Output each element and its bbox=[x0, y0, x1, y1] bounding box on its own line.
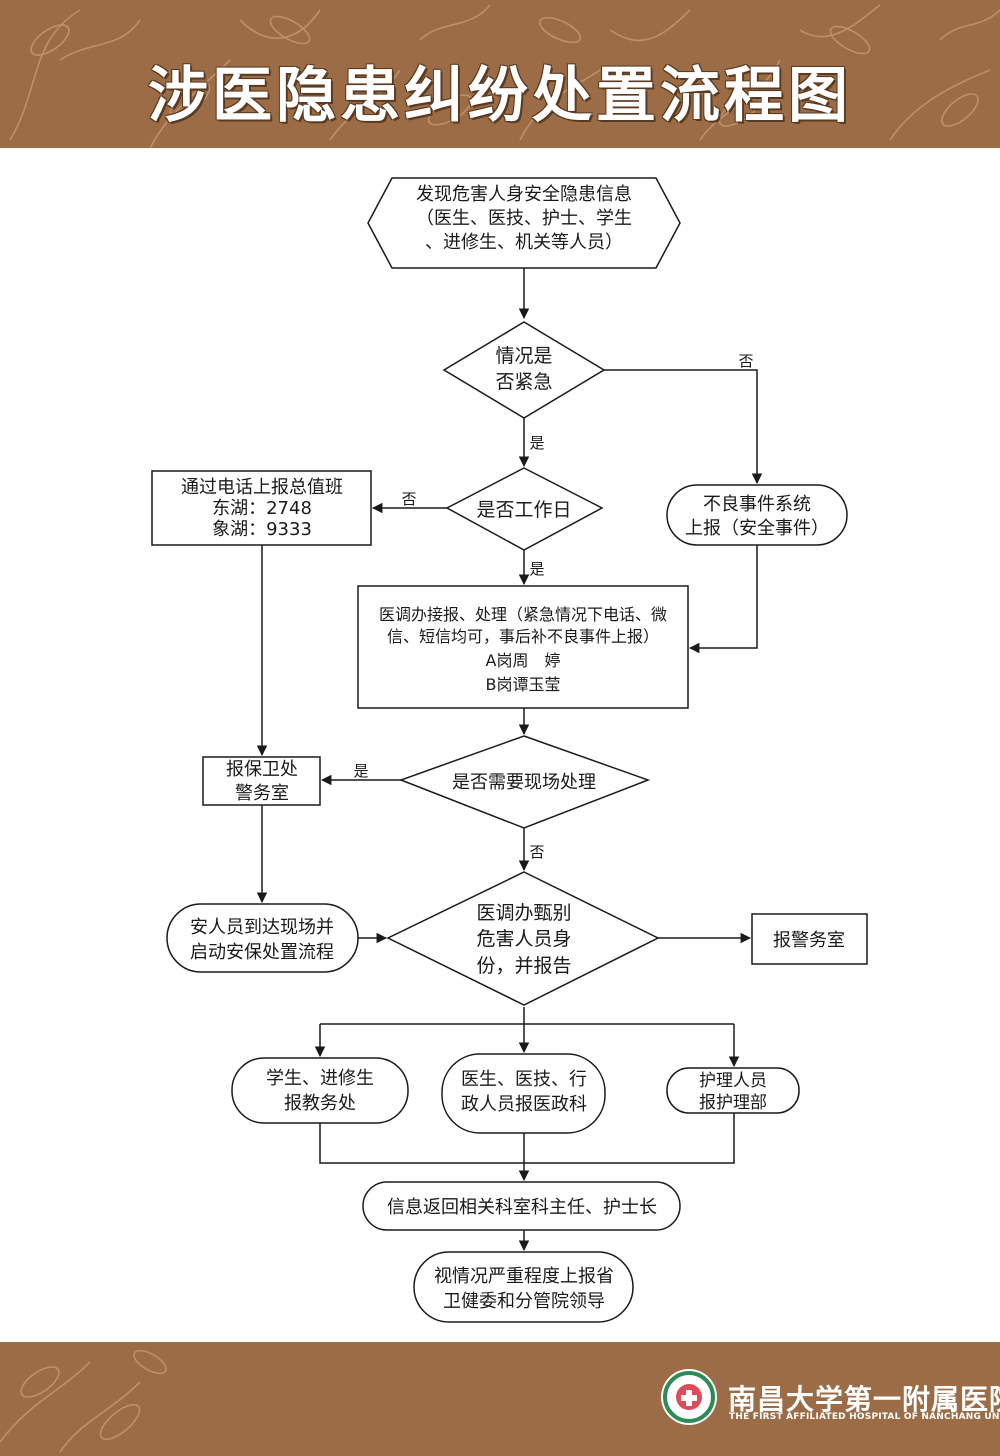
node-identify-shape bbox=[386, 871, 660, 1006]
edge-urgent-no-to-adverse bbox=[604, 369, 763, 485]
node-students-label: 报教务处 bbox=[284, 1093, 356, 1114]
node-start-label: （医生、医技、护士、学生 bbox=[416, 208, 632, 229]
node-students-shape bbox=[231, 1057, 409, 1124]
node-phone-label: 东湖：2748 bbox=[212, 498, 312, 519]
node-start-shape bbox=[367, 177, 681, 269]
leaf-pattern-decoration-footer bbox=[0, 1349, 167, 1453]
node-report-shape bbox=[413, 1251, 634, 1323]
node-medoffice-label: A岗周 婷 bbox=[486, 651, 561, 670]
leaf-pattern-decoration bbox=[9, 4, 1000, 148]
node-security-label: 报保卫处 bbox=[226, 759, 298, 780]
node-adverse-label: 上报（安全事件） bbox=[685, 518, 829, 539]
node-doctors-shape bbox=[441, 1053, 606, 1134]
edge-label-onsite-yes: 是 bbox=[353, 762, 368, 780]
node-medoffice-label: 医调办接报、处理（紧急情况下电话、微 bbox=[379, 605, 667, 624]
header-banner: 涉医隐患纠纷处置流程图 bbox=[0, 0, 1000, 148]
node-identify-label: 医调办甄别 bbox=[476, 902, 571, 924]
node-students-label: 学生、进修生 bbox=[266, 1068, 374, 1089]
node-security-label: 警务室 bbox=[235, 783, 289, 804]
node-report-label: 卫健委和分管院领导 bbox=[443, 1291, 605, 1312]
edge-label-urgent-yes: 是 bbox=[529, 434, 544, 452]
hospital-name-english: THE FIRST AFFILIATED HOSPITAL OF NANCHAN… bbox=[729, 1412, 1000, 1422]
node-onsite-label: 是否需要现场处理 bbox=[452, 772, 596, 793]
node-guards-label: 启动安保处置流程 bbox=[190, 942, 334, 963]
node-phone-label: 通过电话上报总值班 bbox=[181, 477, 343, 498]
node-phone-label: 象湖：9333 bbox=[212, 519, 312, 540]
node-doctors-label: 医生、医技、行 bbox=[461, 1069, 587, 1090]
footer-banner bbox=[0, 1342, 1000, 1456]
node-guards-label: 安人员到达现场并 bbox=[190, 917, 334, 938]
node-identify-label: 危害人员身 bbox=[476, 928, 571, 950]
node-nurses-label: 护理人员 bbox=[699, 1071, 767, 1091]
node-doctors-label: 政人员报医政科 bbox=[461, 1094, 587, 1115]
node-urgent-shape bbox=[442, 321, 606, 419]
node-onsite-shape bbox=[398, 735, 651, 829]
node-report-label: 视情况严重程度上报省 bbox=[434, 1266, 614, 1287]
node-police-shape bbox=[751, 913, 868, 965]
node-identify-label: 份，并报告 bbox=[476, 955, 571, 977]
node-start-label: 发现危害人身安全隐患信息 bbox=[416, 184, 632, 205]
edge-label-urgent-no: 否 bbox=[738, 352, 753, 370]
node-police-label: 报警务室 bbox=[773, 930, 845, 951]
hospital-name: 南昌大学第一附属医院 bbox=[728, 1383, 1000, 1416]
node-phone-shape bbox=[151, 470, 372, 546]
node-security-shape bbox=[202, 756, 321, 806]
edge-label-workday-no: 否 bbox=[401, 490, 416, 508]
edge-adverse-to-medoffice bbox=[688, 545, 758, 654]
edge-students-down bbox=[319, 1113, 735, 1164]
node-workday-shape bbox=[445, 467, 604, 551]
node-workday-label: 是否工作日 bbox=[476, 499, 571, 521]
hospital-logo-icon bbox=[661, 1369, 717, 1425]
node-guards-shape bbox=[166, 903, 359, 973]
node-adverse-label: 不良事件系统 bbox=[703, 494, 811, 515]
node-start-label: 、进修生、机关等人员） bbox=[425, 232, 623, 253]
node-nurses-shape bbox=[666, 1067, 800, 1114]
node-feedback-label: 信息返回相关科室科主任、护士长 bbox=[387, 1197, 657, 1218]
node-medoffice-label: B岗谭玉莹 bbox=[486, 675, 561, 694]
edge-label-workday-yes: 是 bbox=[529, 560, 544, 578]
node-urgent-label: 否紧急 bbox=[495, 371, 552, 393]
edge-label-onsite-no: 否 bbox=[529, 843, 544, 861]
node-adverse-shape bbox=[666, 484, 848, 546]
node-urgent-label: 情况是 bbox=[495, 345, 552, 367]
node-medoffice-label: 信、短信均可，事后补不良事件上报） bbox=[387, 627, 659, 646]
page-title: 涉医隐患纠纷处置流程图 bbox=[148, 61, 852, 131]
node-nurses-label: 报护理部 bbox=[699, 1093, 767, 1113]
node-medoffice-shape bbox=[357, 585, 689, 709]
node-feedback-shape bbox=[362, 1181, 681, 1231]
